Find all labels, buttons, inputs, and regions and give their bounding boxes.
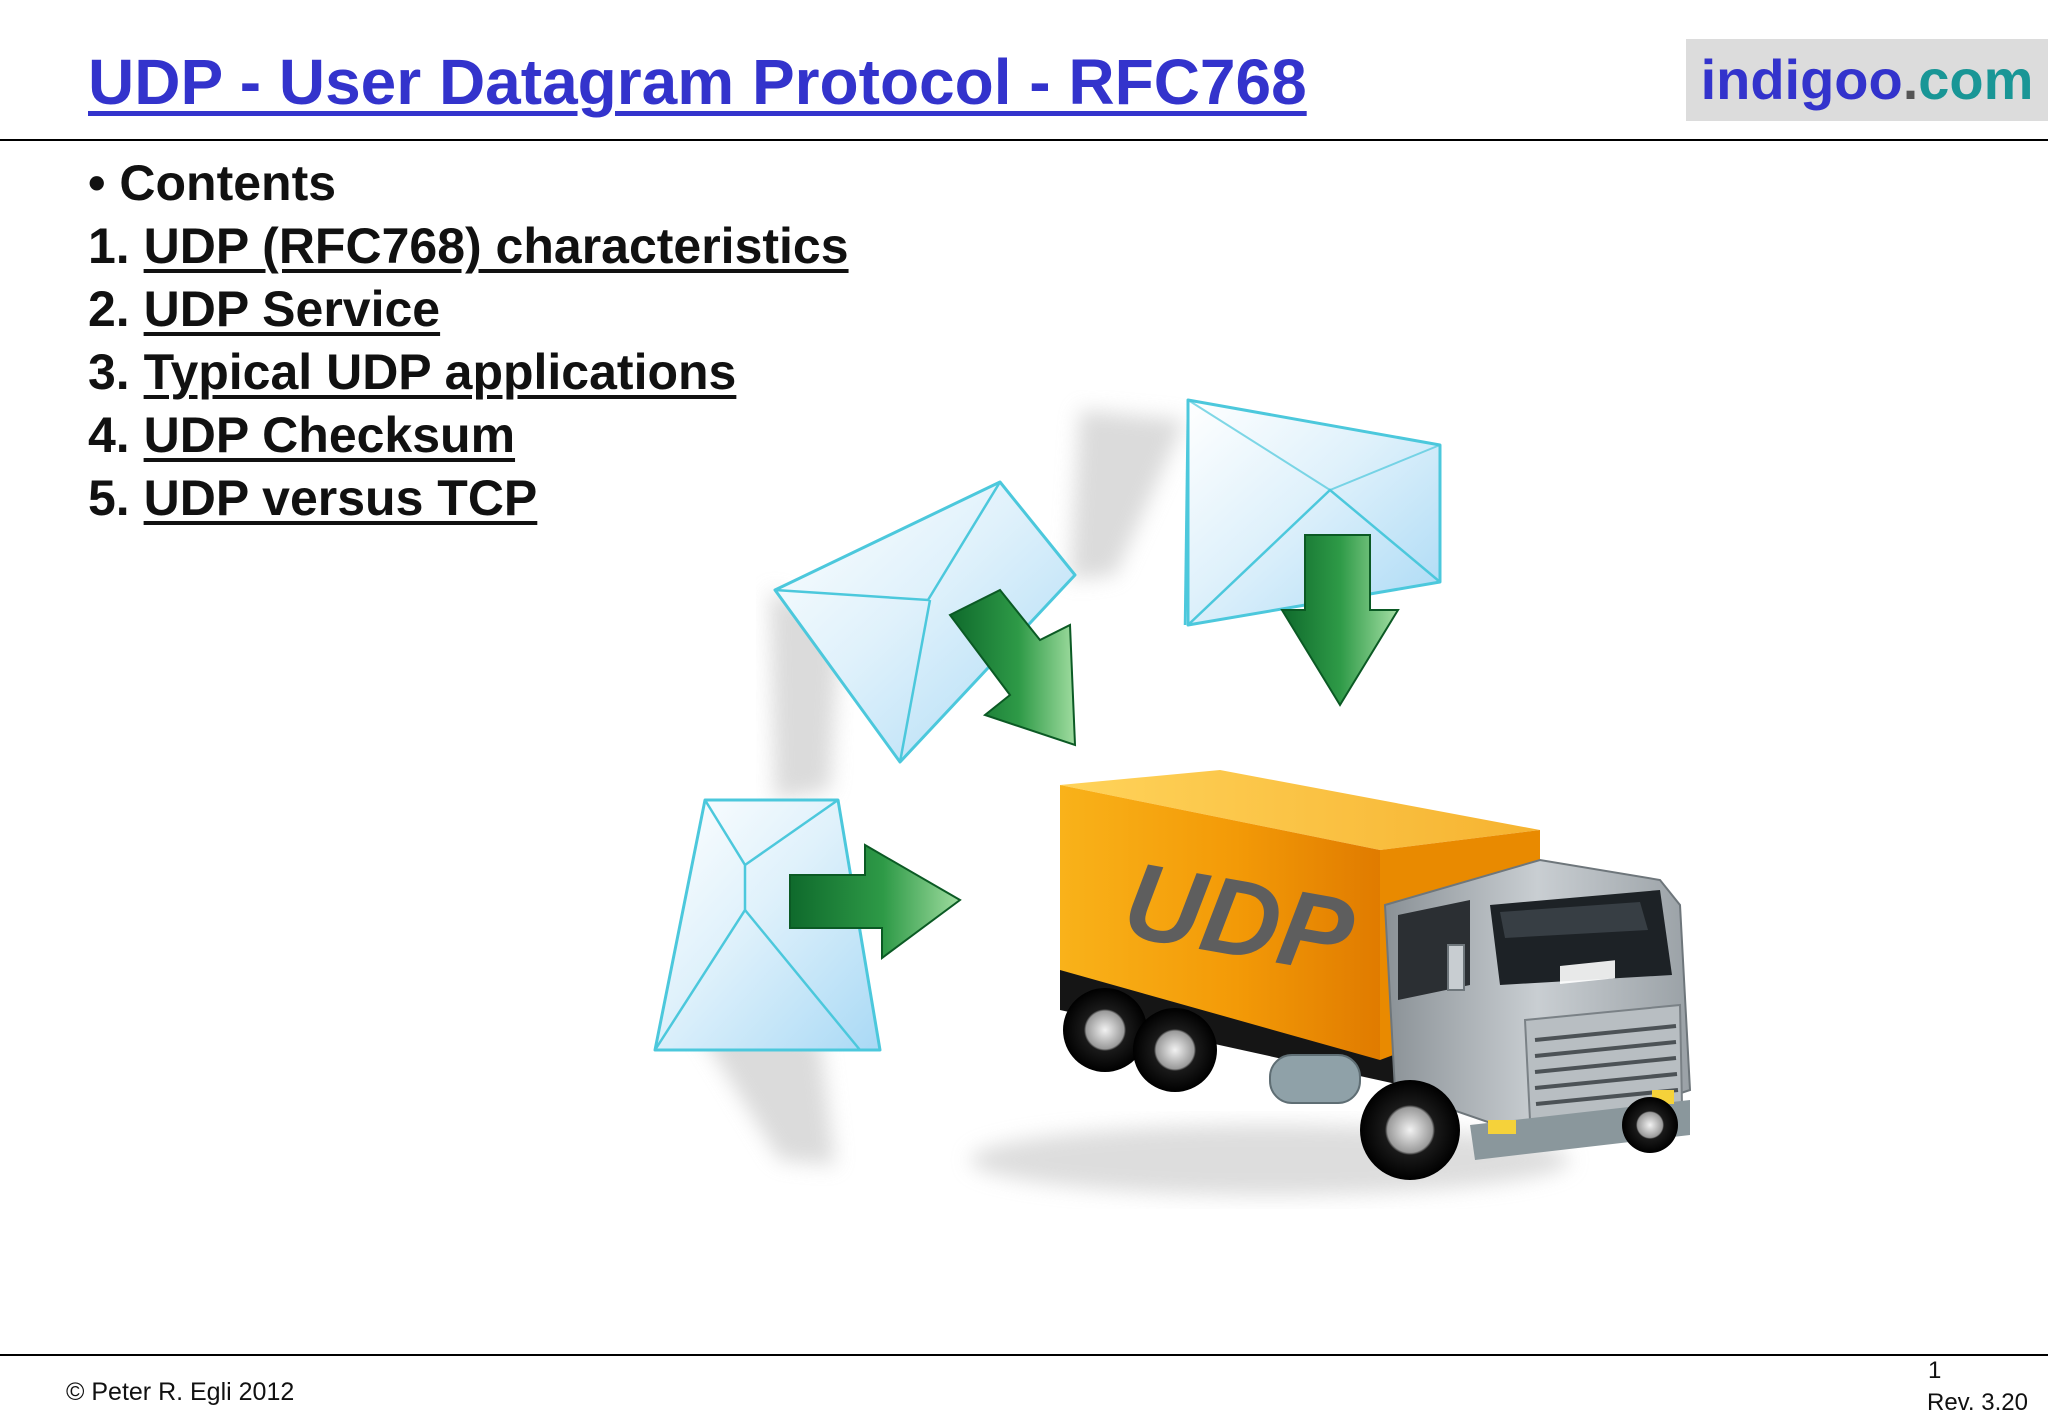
contents-item: 1. UDP (RFC768) characteristics xyxy=(88,215,849,278)
contents-item: 2. UDP Service xyxy=(88,278,849,341)
udp-illustration: UDP xyxy=(653,398,1692,1195)
logo-main-text: indigoo xyxy=(1700,48,1903,111)
contents-link-typical-applications[interactable]: Typical UDP applications xyxy=(143,344,737,400)
envelope-icon xyxy=(1183,398,1442,627)
contents-item: 3. Typical UDP applications xyxy=(88,341,849,404)
contents-item-number: 2. xyxy=(88,281,130,337)
logo-dot-text: . xyxy=(1902,48,1919,111)
contents-item: 4. UDP Checksum xyxy=(88,404,849,467)
logo: indigoo.com xyxy=(1686,39,2048,121)
contents-link-udp-characteristics[interactable]: UDP (RFC768) characteristics xyxy=(143,218,849,274)
contents-item: 5. UDP versus TCP xyxy=(88,467,849,530)
footer-divider xyxy=(0,1354,2048,1356)
envelope-icon xyxy=(653,798,882,1052)
contents-link-udp-versus-tcp[interactable]: UDP versus TCP xyxy=(143,470,538,526)
envelope-icon xyxy=(773,480,1077,764)
header-divider xyxy=(0,139,2048,141)
copyright-text: © Peter R. Egli 2012 xyxy=(66,1378,295,1406)
down-right-arrow-icon xyxy=(948,588,1077,747)
contents-item-number: 3. xyxy=(88,344,130,400)
logo-tld-text: com xyxy=(1918,48,2034,111)
right-arrow-icon xyxy=(789,843,962,960)
down-arrow-icon xyxy=(1280,534,1400,707)
slide-title: UDP - User Datagram Protocol - RFC768 xyxy=(88,46,1307,118)
contents-item-number: 5. xyxy=(88,470,130,526)
contents-item-number: 1. xyxy=(88,218,130,274)
contents-item-number: 4. xyxy=(88,407,130,463)
page-number: 1 xyxy=(1928,1357,1942,1384)
contents-heading: • Contents xyxy=(88,155,337,211)
contents-list: • Contents 1. UDP (RFC768) characteristi… xyxy=(88,152,849,530)
contents-link-udp-service[interactable]: UDP Service xyxy=(143,281,441,337)
delivery-truck-icon: UDP xyxy=(1060,770,1692,1180)
contents-link-udp-checksum[interactable]: UDP Checksum xyxy=(143,407,516,463)
revision-label: Rev. 3.20 xyxy=(1927,1389,2028,1416)
